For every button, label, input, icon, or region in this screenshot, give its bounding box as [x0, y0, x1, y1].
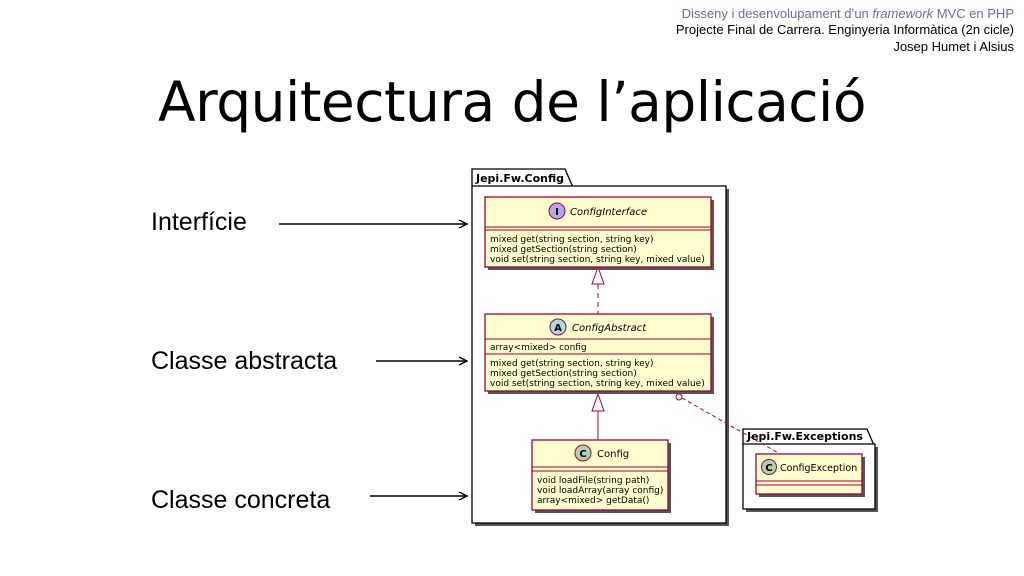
concrete-method: array<mixed> getData()	[537, 496, 649, 506]
generalization-arrowhead	[591, 392, 605, 412]
header-course-title-em: framework	[872, 6, 934, 21]
class-stereotype-icon	[574, 444, 592, 462]
abstract-method: mixed getSection(string section)	[490, 369, 637, 379]
header-course-title: Disseny i desenvolupament d’un framework…	[682, 6, 1014, 22]
concrete-class-name: Config	[597, 449, 629, 460]
interface-method: mixed getSection(string section)	[490, 245, 637, 255]
package-config-label: Jepi.Fw.Config	[475, 172, 564, 185]
interface-method: void set(string section, string key, mix…	[490, 255, 705, 265]
dependency-end	[675, 393, 683, 401]
concrete-method: void loadArray(array config)	[537, 486, 663, 496]
abstract-method: void set(string section, string key, mix…	[490, 379, 705, 389]
slide-title: Arquitectura de l’aplicació	[158, 70, 866, 134]
abstract-stereotype-letter: A	[554, 323, 562, 334]
interface-method: mixed get(string section, string key)	[490, 235, 654, 245]
abstract-method: mixed get(string section, string key)	[490, 359, 654, 369]
interface-stereotype-icon	[548, 202, 566, 220]
realization-arrowhead	[591, 265, 605, 285]
header-course-title-pre: Disseny i desenvolupament d’un	[681, 6, 873, 21]
abstract-class-name: ConfigAbstract	[572, 323, 647, 334]
label-abstract-class: Classe abstracta	[151, 347, 338, 375]
class-stereotype-letter: C	[579, 449, 586, 460]
header-author: Josep Humet i Alsius	[893, 39, 1014, 54]
class-config-abstract: A ConfigAbstract array<mixed> config mix…	[484, 313, 714, 394]
exception-stereotype-icon	[761, 459, 777, 475]
abstract-stereotype-icon	[549, 318, 567, 336]
exception-class-name: ConfigException	[780, 463, 857, 474]
abstract-field: array<mixed> config	[490, 343, 587, 353]
class-config: C Config void loadFile(string path) void…	[531, 439, 671, 513]
dependency-line	[681, 397, 781, 455]
label-concrete-class: Classe concreta	[151, 486, 331, 514]
interface-class-name: ConfigInterface	[570, 207, 647, 218]
header-project: Projecte Final de Carrera. Enginyeria In…	[675, 22, 1014, 37]
class-config-interface: I ConfigInterface mixed get(string secti…	[484, 196, 714, 270]
label-interface: Interfície	[151, 208, 247, 236]
concrete-method: void loadFile(string path)	[537, 476, 649, 486]
package-exceptions-label: Jepi.Fw.Exceptions	[746, 430, 863, 443]
class-config-exception: C ConfigException	[755, 453, 865, 497]
exception-stereotype-letter: C	[765, 463, 772, 474]
interface-stereotype-letter: I	[555, 207, 559, 218]
header-course-title-post: MVC en PHP	[933, 6, 1014, 21]
